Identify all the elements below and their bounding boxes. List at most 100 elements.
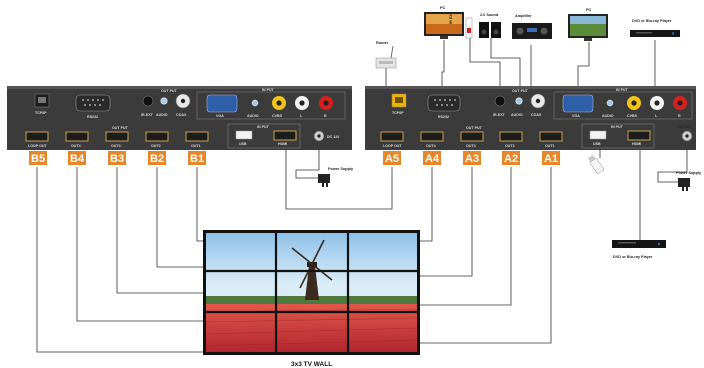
unit-a-hdmi-out-label: OUT PUT [466,126,483,130]
cable-a4-to-wall [418,167,433,242]
badge-b1-label: B1 [190,153,204,165]
cable-power-a [657,143,688,183]
unit-a-input-panel [553,91,693,120]
unit-b-hdmi-port-out2 [145,131,169,142]
cable-sound [490,38,521,96]
badge-b1 [188,151,206,165]
unit-b-vga-port [206,94,238,113]
unit-a-hdmi-in-label: IN PUT [611,125,624,129]
unit-a-l-label: L [655,114,658,118]
cables [36,38,688,353]
unit-a-rs232-pins [434,99,456,106]
unit-b-hdmi-outputs: LOOP OUT OUT4 OUT3 OUT2 OUT1 [25,131,209,148]
cable-b4-to-wall [76,167,205,322]
unit-b-usb-label: USB [239,142,247,146]
cable-ir-ext [469,38,501,96]
unit-a-rs232-port [427,94,461,112]
unit-a-dc-core [685,134,689,138]
unit-a-coax-label: COAX [531,113,542,117]
unit-b-output-label: OUT PUT [161,89,178,93]
unit-b-coax-core [180,98,186,104]
unit-a-vga-port [562,94,594,113]
pc-top-icon [424,12,464,39]
badge-a5-label: A5 [385,153,399,165]
unit-a-input-box [581,123,655,149]
unit-a-audio-jack [515,97,523,105]
badge-b3 [108,151,126,165]
unit-a-hdmi-in-port [627,130,651,141]
unit-b-rs232-pins [82,99,104,106]
unit-b-dc-label: DC 12V [327,135,340,139]
unit-b-hdmi-in-label: IN PUT [257,125,270,129]
unit-a-hdmi-port-out4 [420,131,444,142]
unit-b-rs232-label: RS232 [87,115,98,119]
cable-b2-to-wall [156,167,205,268]
unit-b-ir-ext-label: IR-EXT [141,113,154,117]
cable-b1-to-wall [196,167,205,242]
badge-b2 [148,151,166,165]
pc-right-label: PC [586,8,592,12]
unit-a-input-audio-jack [606,99,614,107]
unit-a-usb-label: USB [593,142,601,146]
badge-a3 [463,151,481,165]
unit-b-badges: B5 B4 B3 B2 B1 [29,151,206,165]
unit-b-cvbs-label: CVBS [272,114,283,118]
power-plug-a [682,187,684,191]
unit-a-l-core [654,100,660,106]
badge-a3-label: A3 [465,153,479,165]
badge-a1 [542,151,560,165]
tv-wall [203,230,420,355]
unit-b-l-label: L [300,114,303,118]
unit-a-badges: A5 A4 A3 A2 A1 [383,151,560,165]
badge-b2-label: B2 [150,153,164,165]
dvd-player-top-icon [630,30,680,37]
unit-a-ir-ext-jack [494,95,506,107]
dvd-top-label: DVD or Blu-ray Player [632,19,672,23]
badge-b3-label: B3 [110,153,124,165]
unit-b-l-core [299,100,305,106]
badge-a4 [423,151,441,165]
unit-a-port-label-out3: OUT3 [466,144,476,148]
power-supply-a: Power Supply [676,171,702,191]
usb-stick-icon [588,155,605,174]
power-adapter-a [678,178,690,187]
power-supply-b-label: Power Supply [328,167,354,171]
unit-b-tcpip-label: TCP/IP [35,111,47,115]
unit-a-port-label-out2: OUT2 [505,144,515,148]
dvd-bottom-label: DVD or Blu-ray Player [613,255,653,259]
unit-b-hdmi-out-label: OUT PUT [112,126,129,130]
unit-b-input-box [227,123,301,149]
matrix-unit-b: TCP/IP RS232 IR-EXT OUT PUT AUDIO COAX I… [7,86,352,150]
unit-b-input-label: IN PUT [262,88,275,92]
power-plug-b [322,183,324,187]
unit-a-tcpip-label: TCP/IP [392,111,404,115]
unit-a-cvbs-core [631,100,637,106]
unit-a-port-label-out1: OUT1 [545,144,555,148]
unit-a-ir-ext-label: IR-EXT [493,113,506,117]
unit-b-coax-label: COAX [176,113,187,117]
badge-b4-label: B4 [70,153,85,165]
power-plug-b2 [326,183,328,187]
unit-b-port-label-loop: LOOP OUT [28,144,48,148]
unit-a-hdmi-port-out2 [499,131,523,142]
matrix-unit-a: TCP/IP RS232 IR-EXT OUT PUT AUDIO COAX I… [365,86,696,150]
unit-a-r-label: R [678,114,681,118]
unit-a-output-label: OUT PUT [512,89,529,93]
power-plug-a2 [686,187,688,191]
unit-b-hdmi-in-port [273,130,297,141]
dvd-player-bottom-icon [612,240,666,248]
cable-a3-to-wall [418,167,473,277]
unit-b-input-audio-label: AUDIO [247,114,259,118]
ir-ext-label: IR EXT [449,11,453,24]
unit-b-usb-port [235,130,253,140]
cable-b3-to-wall [116,167,205,294]
unit-a-input-label: IN PUT [616,88,629,92]
unit-a-port-label-out4: OUT4 [426,144,436,148]
unit-a-port-label-loop: LOOP OUT [383,144,403,148]
unit-a-hdmi-label: HDMI [632,142,641,146]
power-supply-a-label: Power Supply [676,171,702,175]
cable-a1-to-wall [418,167,552,344]
unit-b-top-strip [7,86,352,89]
unit-b-vga-label: VGA [216,114,224,118]
